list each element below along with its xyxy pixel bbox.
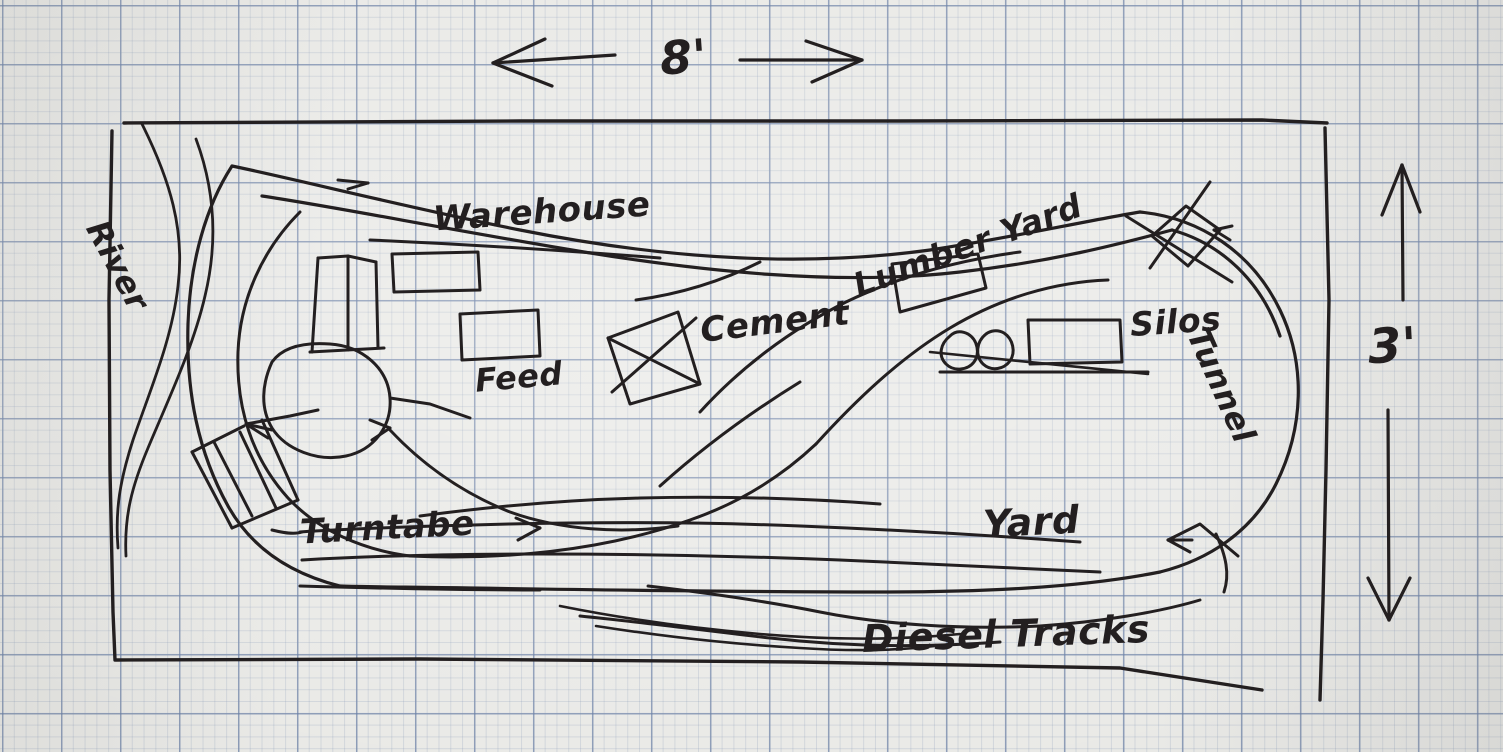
turntable-lead-tracks	[244, 396, 472, 442]
roundhouse-stalls-upper	[308, 254, 386, 354]
feed-building	[458, 308, 542, 362]
warehouse-spur-track	[368, 238, 662, 260]
diesel-service-tracks	[558, 604, 962, 652]
mainline-direction-arrow-upper	[336, 178, 370, 191]
lumber-yard-building	[890, 252, 988, 314]
yard-tracks	[270, 495, 1202, 647]
warehouse-building	[390, 250, 482, 294]
tunnel-turnout-lower	[1166, 522, 1240, 594]
width-dimension-arrow	[491, 37, 864, 88]
river-waterway	[115, 122, 215, 558]
roundhouse-stalls-lower	[190, 418, 300, 530]
track-crossing-diamond	[1124, 180, 1234, 284]
label-leader-lines	[928, 350, 1150, 376]
dimension-height-label: 3'	[1366, 316, 1419, 376]
cement-building	[606, 310, 702, 406]
feed-label: Feed	[473, 354, 565, 400]
dimension-width-label: 8'	[658, 28, 709, 86]
mainline-branch-diagonal	[634, 250, 1022, 488]
benchwork-outline	[107, 118, 1331, 702]
height-dimension-arrow	[1366, 163, 1422, 622]
yard-label: Yard	[981, 497, 1081, 547]
